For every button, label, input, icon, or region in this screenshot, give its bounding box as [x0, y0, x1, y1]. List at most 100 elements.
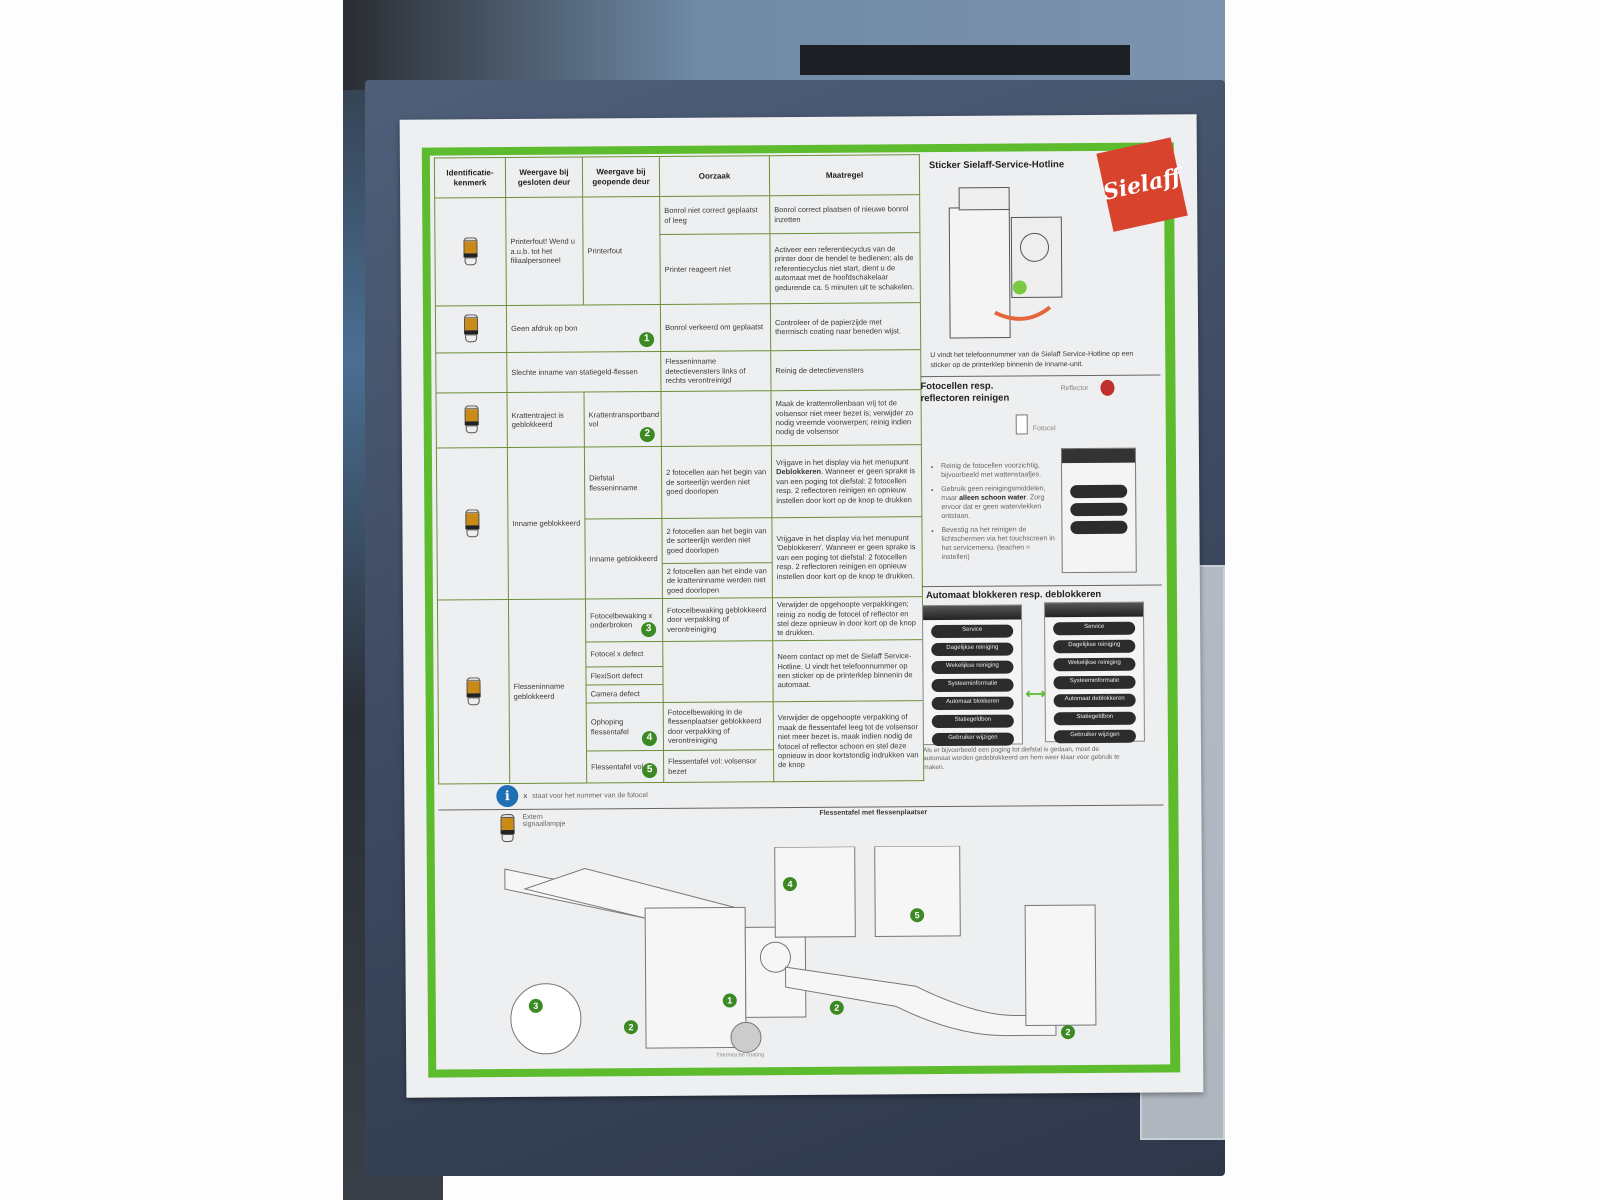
menu-button[interactable]: Systeeminformatie [931, 678, 1014, 692]
cell: Reinig de detectievensters [770, 349, 921, 391]
cell: Printerfout [582, 196, 661, 306]
touchscreen-illustration [1060, 447, 1137, 573]
lamp-icon [435, 305, 507, 354]
cell-text: Geen afdruk op bon [511, 323, 578, 334]
number-badge[interactable]: 5 [910, 908, 925, 923]
cell: 2 fotocellen aan het einde van de kratte… [662, 562, 773, 599]
menu-button[interactable]: Automaat blokkeren [931, 696, 1014, 710]
reflector-label: Reflector [1060, 384, 1089, 392]
block-section: Automaat blokkeren resp. deblokkeren Ser… [921, 584, 1164, 796]
number-badge[interactable]: 1 [722, 993, 737, 1008]
cleaning-bullets: Reinig de fotocellen voorzichtig, bijvoo… [933, 461, 1059, 563]
menu-button[interactable]: Gebruiker wijzigen [931, 732, 1014, 746]
cell: FlexiSort defect [585, 666, 664, 686]
cell: Flesseninname detectievensters links of … [660, 350, 771, 392]
number-badge[interactable]: 3 [528, 998, 543, 1013]
cell: Printer reageert niet [659, 233, 771, 305]
cell: Activeer een referentiecyclus van de pri… [769, 232, 921, 304]
header-open: Weergave bij geopende deur [582, 156, 660, 198]
machine-illustration [948, 187, 1063, 339]
menu-button[interactable]: Statiegeldbon [1053, 711, 1136, 725]
block-caption: Als er bijvoorbeeld een poging tot diefs… [922, 745, 1120, 771]
number-badge: 2 [639, 427, 655, 443]
number-badge[interactable]: 4 [782, 877, 797, 892]
number-badge[interactable]: 2 [1060, 1025, 1076, 1040]
menu-button[interactable]: Service [931, 624, 1014, 638]
menu-button[interactable]: Gebruiker wijzigen [1053, 729, 1136, 743]
header-cause: Oorzaak [659, 155, 770, 197]
bullet: Bevestig na het reinigen de lichtscherme… [941, 525, 1058, 562]
header-action: Maatregel [769, 154, 920, 196]
cell: Fotocelbewaking geblokkeerd door verpakk… [662, 597, 773, 642]
bullet: Reinig de fotocellen voorzichtig, bijvoo… [941, 461, 1058, 480]
extern-lamp-label: Extern signaallampje [522, 813, 566, 828]
cell: Bonrol correct plaatsen of nieuwe bonrol… [769, 194, 920, 234]
machine-slot [800, 45, 1130, 75]
menu-button[interactable]: Dagelijkse reiniging [1053, 639, 1136, 653]
number-badge[interactable]: 2 [623, 1020, 638, 1035]
cell: Bonrol niet correct geplaatst of leeg [659, 195, 770, 235]
cell: Printerfout! Wend u a.u.b. tot het filia… [505, 197, 584, 306]
reflector-icon [1100, 379, 1115, 396]
info-icon: i [496, 784, 519, 808]
cell: Flessentafel vol: volsensor bezet [663, 749, 774, 783]
installation-illustration [504, 845, 1097, 1055]
cell: Krattentraject is geblokkeerd [507, 392, 585, 448]
header-id: Identificatie-kenmerk [434, 157, 506, 199]
menu-button[interactable]: Systeeminformatie [1053, 675, 1136, 689]
cell-text: Flessentafel vol [591, 761, 644, 772]
flessentafel-title: Flessentafel met flessenplaatser [819, 809, 928, 817]
lamp-icon [434, 197, 507, 307]
lamp-icon [436, 447, 509, 601]
cell-text: Ophoping flessentafel [590, 717, 629, 736]
bullet: Gebruik geen reinigingsmiddelen, maar al… [941, 484, 1058, 521]
cell [660, 390, 772, 447]
cell: Vrijgave in het display via het menupunt… [771, 516, 923, 598]
number-badge: 3 [641, 622, 657, 638]
menu-button[interactable]: Dagelijkse reiniging [931, 642, 1014, 656]
info-text: staat voor het nummer van de fotocel [532, 791, 648, 800]
cell: Inname geblokkeerd [507, 447, 586, 600]
cell-text: Krattentransportband vol [588, 409, 660, 429]
menu-button[interactable]: Wekelijkse reiniging [1053, 657, 1136, 671]
hotline-text: U vindt het telefoonnummer van de Sielaf… [930, 351, 1134, 369]
cell: Bonrol verkeerd om geplaatst [660, 303, 771, 352]
menu-button[interactable]: Service [1053, 621, 1136, 635]
cell: Maak de krattenrollenbaan vrij tot de vo… [770, 389, 922, 446]
cell: Flesseninname geblokkeerd [508, 599, 587, 784]
cleaning-title: Fotocellen resp. reflectoren reinigen [920, 380, 1010, 405]
cell: Neem contact op met de Sielaff Service-H… [772, 639, 924, 702]
cell-text: Vrijgave in het display via het menupunt [775, 457, 909, 468]
number-badge[interactable]: 2 [829, 1000, 844, 1015]
block-title: Automaat blokkeren resp. deblokkeren [925, 588, 1102, 601]
menu-button[interactable]: Statiegeldbon [931, 714, 1014, 728]
menu-button[interactable]: Wekelijkse reiniging [931, 660, 1014, 674]
fotocel-icon [1015, 414, 1028, 435]
cell-text-bold: Deblokkeren [776, 467, 822, 477]
number-badge: 1 [639, 332, 655, 348]
right-panel: Sticker Sielaff-Service-Hotline U vindt … [919, 152, 1164, 796]
cell: Controleer of de papierzijde met thermis… [770, 302, 921, 351]
header-closed: Weergave bij gesloten deur [505, 157, 583, 198]
menu-button[interactable]: Automaat deblokkeren [1053, 693, 1136, 707]
number-badge: 5 [642, 763, 658, 779]
lamp-icon [436, 392, 508, 449]
cell: Verwijder de opgehoopte verpakking of ma… [773, 700, 924, 782]
cell: Verwijder de opgehoopte verpakkingen; re… [772, 596, 923, 641]
cell: Camera defect [586, 684, 664, 704]
fotocel-label: Fotocel [1032, 424, 1056, 433]
cell: Geen afdruk op bon 1 [506, 304, 661, 353]
cell: Slechte inname van statiegeld-flessen [506, 351, 661, 393]
bullet-bold: alleen schoon water [959, 494, 1027, 502]
cell: Inname geblokkeerd [584, 518, 663, 600]
cell: Fotocel x defect [585, 641, 663, 668]
cell: 2 fotocellen aan het begin van de sortee… [661, 445, 772, 519]
cell: Diefstal flesseninname [584, 446, 662, 520]
